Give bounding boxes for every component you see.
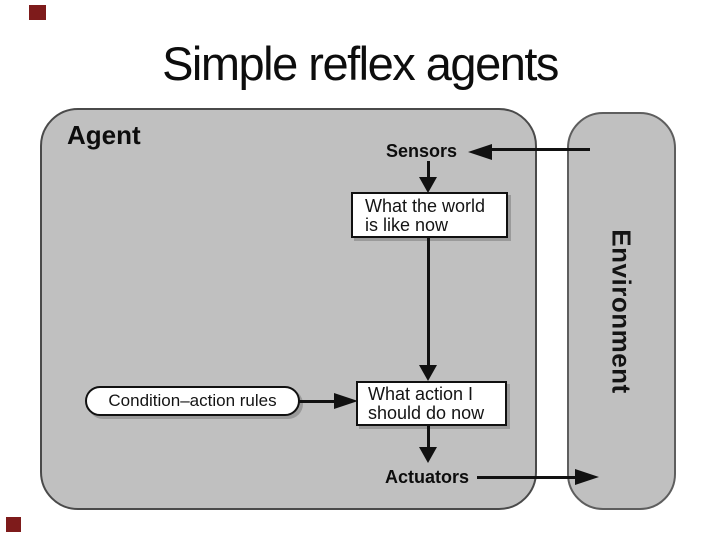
arrow-actuators-to-environment-line <box>477 476 577 479</box>
sensors-label: Sensors <box>386 141 458 161</box>
arrow-rules-to-action-line <box>299 400 337 403</box>
environment-region: Environment <box>567 112 676 510</box>
arrow-sensors-to-world-line <box>427 161 430 178</box>
arrow-environment-to-sensors-line <box>490 148 590 151</box>
action-choice-line1: What action I <box>368 384 474 404</box>
world-state-line2: is like now <box>365 215 449 235</box>
arrow-world-to-action-line <box>427 238 430 366</box>
action-choice-node: What action I should do now <box>356 381 507 426</box>
slide-decoration-bottom-left <box>6 517 21 532</box>
arrow-sensors-to-world-head-icon <box>419 177 437 193</box>
environment-region-label: Environment <box>607 228 638 394</box>
slide-decoration-top-left <box>29 5 46 20</box>
arrow-action-to-actuators-head-icon <box>419 447 437 463</box>
condition-action-rules-node: Condition–action rules <box>85 386 300 416</box>
world-state-line1: What the world <box>365 196 486 216</box>
action-choice-line2: should do now <box>368 403 485 423</box>
arrow-world-to-action-head-icon <box>419 365 437 381</box>
arrow-rules-to-action-head-icon <box>334 393 358 409</box>
agent-region <box>40 108 537 510</box>
agent-region-label: Agent <box>67 120 141 150</box>
arrow-actuators-to-environment-head-icon <box>575 469 599 485</box>
slide-title: Simple reflex agents <box>162 37 559 90</box>
actuators-label: Actuators <box>385 467 470 487</box>
arrow-action-to-actuators-line <box>427 426 430 448</box>
arrow-environment-to-sensors-head-icon <box>468 144 492 160</box>
world-state-node: What the world is like now <box>351 192 508 238</box>
